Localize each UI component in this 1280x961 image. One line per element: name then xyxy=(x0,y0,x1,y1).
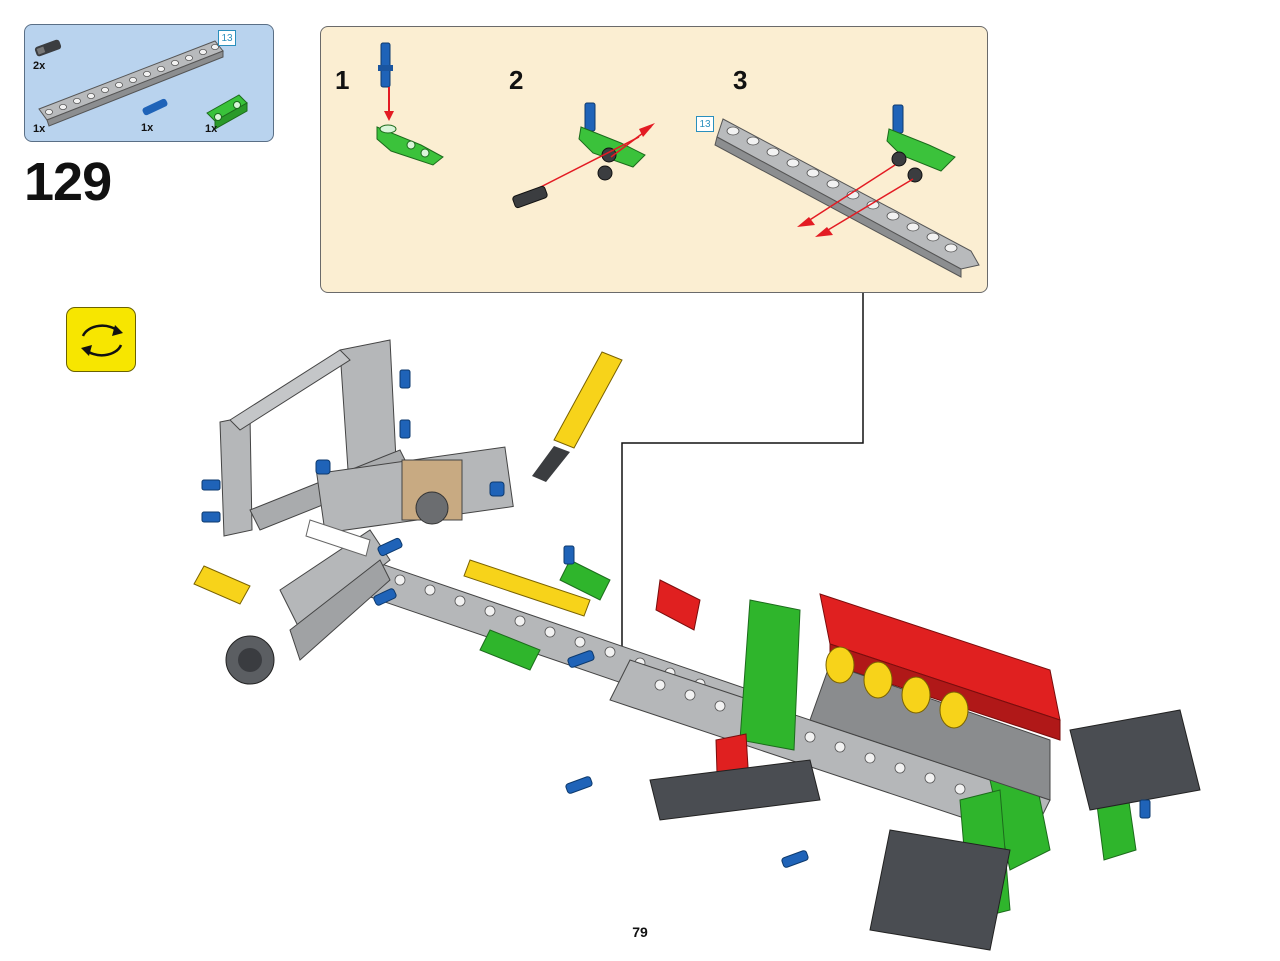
front-dark-assembly xyxy=(649,709,1201,951)
left-wheel-hub xyxy=(225,635,275,685)
part-qty-green-block: 1x xyxy=(205,123,218,135)
red-engine-block xyxy=(809,593,1061,801)
sub-step-2-illustration xyxy=(512,102,655,209)
left-diagonal-beam xyxy=(279,529,391,661)
sub-step-3-number: 3 xyxy=(733,65,748,95)
blue-axle-pin-icon xyxy=(142,98,168,116)
page-number: 79 xyxy=(632,924,648,940)
sub-step-1-number: 1 xyxy=(335,65,350,95)
sub-assembly-illustration xyxy=(376,42,980,278)
beam-length-tag: 13 xyxy=(218,30,236,46)
sub-assembly-panel: 1 2 3 13 xyxy=(320,26,988,293)
yellow-shock-absorber xyxy=(193,351,623,605)
rotate-model-icon xyxy=(66,307,136,372)
parts-list-illustration xyxy=(34,39,248,130)
sub-step-1-illustration xyxy=(376,42,444,166)
sub-step-2-number: 2 xyxy=(509,65,524,95)
part-qty-blue-pin: 1x xyxy=(141,122,154,134)
part-qty-beam: 1x xyxy=(33,123,46,135)
parts-list-box: 13 2x 1x 1x 1x xyxy=(24,24,274,142)
yellow-axle-rods xyxy=(305,519,591,617)
rear-frame xyxy=(219,339,514,537)
sub-step-3-illustration xyxy=(714,104,980,278)
grey-beam-13-icon xyxy=(38,40,224,127)
step-number: 129 xyxy=(24,152,112,212)
green-cross-block-icon xyxy=(206,94,248,130)
blue-pins xyxy=(201,369,1151,868)
main-model-illustration xyxy=(193,339,1201,951)
part-qty-bush-pin: 2x xyxy=(33,60,46,72)
sub-step-3-length-tag: 13 xyxy=(696,116,714,132)
dark-bush-axle-pin-icon xyxy=(34,39,62,57)
